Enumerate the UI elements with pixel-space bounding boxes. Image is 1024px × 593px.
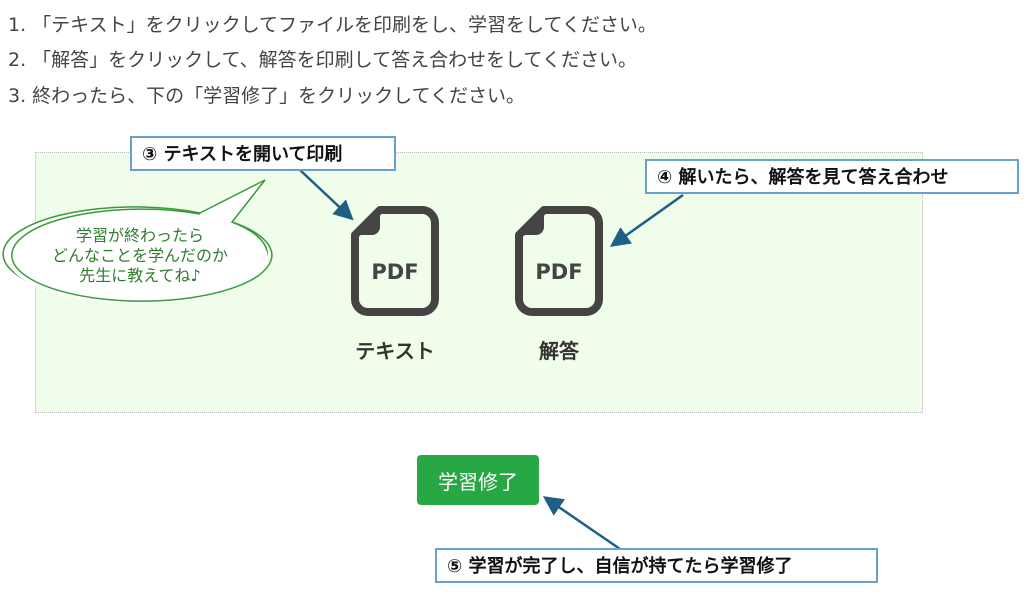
bubble-line: 先生に教えてね♪ bbox=[79, 266, 201, 285]
answer-label: 解答 bbox=[539, 339, 579, 363]
instruction-3: 3. 終わったら、下の「学習修了」をクリックしてください。 bbox=[8, 85, 526, 107]
arrow-to-answer bbox=[609, 193, 684, 247]
callout-step-4: ④ 解いたら、解答を見て答え合わせ bbox=[645, 159, 1019, 194]
arrow-to-button bbox=[542, 496, 621, 551]
pdf-file-icon: PDF bbox=[351, 206, 439, 316]
text-label: テキスト bbox=[355, 339, 435, 363]
bubble-line: どんなことを学んだのか bbox=[51, 246, 228, 265]
callout-step-3: ③ テキストを開いて印刷 bbox=[130, 136, 396, 171]
instruction-1: 1. 「テキスト」をクリックしてファイルを印刷をし、学習をしてください。 bbox=[8, 14, 657, 36]
pdf-file-icon: PDF bbox=[515, 206, 603, 316]
bubble-line: 学習が終わったら bbox=[75, 226, 204, 245]
answer-pdf-link[interactable]: PDF 解答 bbox=[514, 205, 604, 364]
callout-step-5: ⑤ 学習が完了し、自信が持てたら学習修了 bbox=[435, 548, 878, 583]
instruction-2: 2. 「解答」をクリックして、解答を印刷して答え合わせをしてください。 bbox=[8, 49, 637, 71]
complete-study-button[interactable]: 学習修了 bbox=[417, 455, 539, 505]
speech-bubble-text: 学習が終わったら どんなことを学んだのか 先生に教えてね♪ bbox=[40, 226, 240, 286]
svg-text:PDF: PDF bbox=[535, 260, 582, 284]
text-pdf-link[interactable]: PDF テキスト bbox=[350, 205, 440, 364]
svg-text:PDF: PDF bbox=[371, 260, 418, 284]
arrow-to-text bbox=[299, 169, 354, 221]
